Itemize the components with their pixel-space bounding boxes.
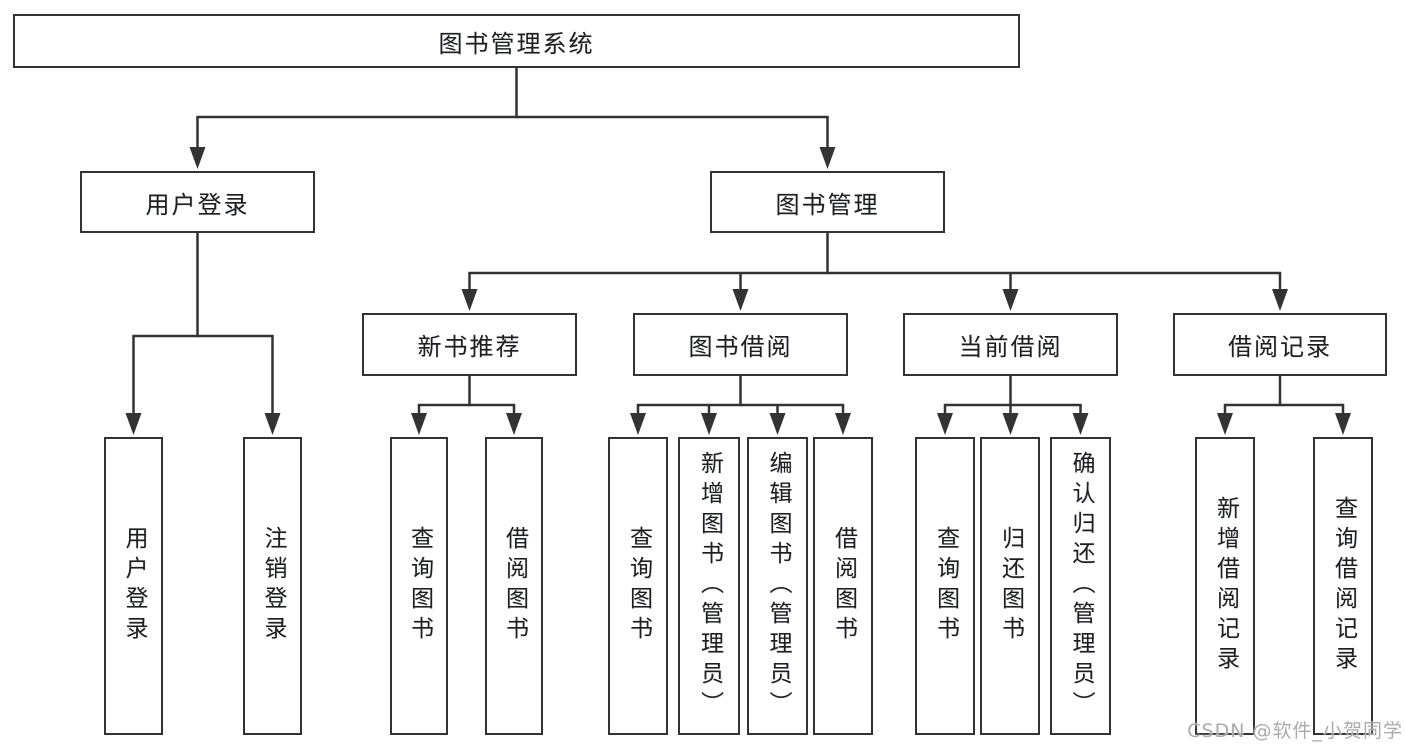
leaf-query-books-recommend: 查询图书 (390, 437, 448, 735)
connector-root-to-level2 (189, 68, 836, 169)
connector-new-book-recommend-to-leaves (411, 376, 522, 435)
leaf-borrow-books-recommend: 借阅图书 (485, 437, 543, 735)
node-book-borrow: 图书借阅 (633, 313, 848, 376)
csdn-watermark: CSDN @软件_小贺同学 (1187, 720, 1403, 742)
node-book-management-label: 图书管理 (775, 190, 880, 219)
connector-user-login-to-leaves (125, 233, 281, 435)
connector-book-management-to-level3 (461, 233, 1288, 311)
leaf-edit-books-admin: 编辑图书（管理员） (747, 437, 808, 735)
leaf-return-books: 归还图书 (980, 437, 1040, 735)
leaf-add-books-admin: 新增图书（管理员） (678, 437, 740, 735)
leaf-borrow-books-recommend-label: 借阅图书 (501, 526, 528, 646)
leaf-query-books-borrow: 查询图书 (608, 437, 668, 735)
leaf-query-books-current-label: 查询图书 (932, 526, 959, 646)
node-root-label: 图书管理系统 (438, 29, 595, 58)
node-borrow-records: 借阅记录 (1173, 313, 1387, 376)
connector-current-borrow-to-leaves (937, 376, 1089, 435)
leaf-query-books-current: 查询图书 (915, 437, 975, 735)
leaf-logout-label: 注销登录 (260, 526, 286, 646)
leaf-add-borrow-record-label: 新增借阅记录 (1212, 496, 1239, 676)
leaf-user-login: 用户登录 (104, 437, 163, 735)
leaf-confirm-return-admin: 确认归还（管理员） (1050, 437, 1111, 735)
node-user-login-label: 用户登录 (145, 190, 250, 219)
leaf-add-books-admin-label: 新增图书（管理员） (696, 451, 723, 721)
node-book-borrow-label: 图书借阅 (688, 333, 793, 361)
leaf-add-borrow-record: 新增借阅记录 (1195, 437, 1255, 735)
node-user-login: 用户登录 (80, 171, 315, 233)
leaf-user-login-label: 用户登录 (121, 526, 147, 646)
connector-borrow-records-to-leaves (1217, 376, 1351, 435)
leaf-edit-books-admin-label: 编辑图书（管理员） (765, 451, 791, 721)
node-book-management: 图书管理 (710, 171, 945, 233)
node-current-borrow-label: 当前借阅 (958, 333, 1063, 361)
leaf-return-books-label: 归还图书 (997, 526, 1024, 646)
leaf-query-books-recommend-label: 查询图书 (406, 526, 433, 646)
connector-book-borrow-to-leaves (630, 376, 851, 435)
node-current-borrow: 当前借阅 (903, 313, 1118, 376)
leaf-query-books-borrow-label: 查询图书 (625, 526, 652, 646)
node-borrow-records-label: 借阅记录 (1228, 333, 1332, 361)
node-root: 图书管理系统 (13, 14, 1020, 68)
node-new-book-recommend: 新书推荐 (362, 313, 577, 376)
leaf-logout: 注销登录 (243, 437, 302, 735)
leaf-query-borrow-record-label: 查询借阅记录 (1330, 496, 1357, 676)
leaf-query-borrow-record: 查询借阅记录 (1313, 437, 1373, 735)
leaf-borrow-books-label: 借阅图书 (830, 526, 857, 646)
leaf-borrow-books: 借阅图书 (813, 437, 873, 735)
node-new-book-recommend-label: 新书推荐 (417, 333, 522, 361)
leaf-confirm-return-admin-label: 确认归还（管理员） (1068, 451, 1094, 721)
